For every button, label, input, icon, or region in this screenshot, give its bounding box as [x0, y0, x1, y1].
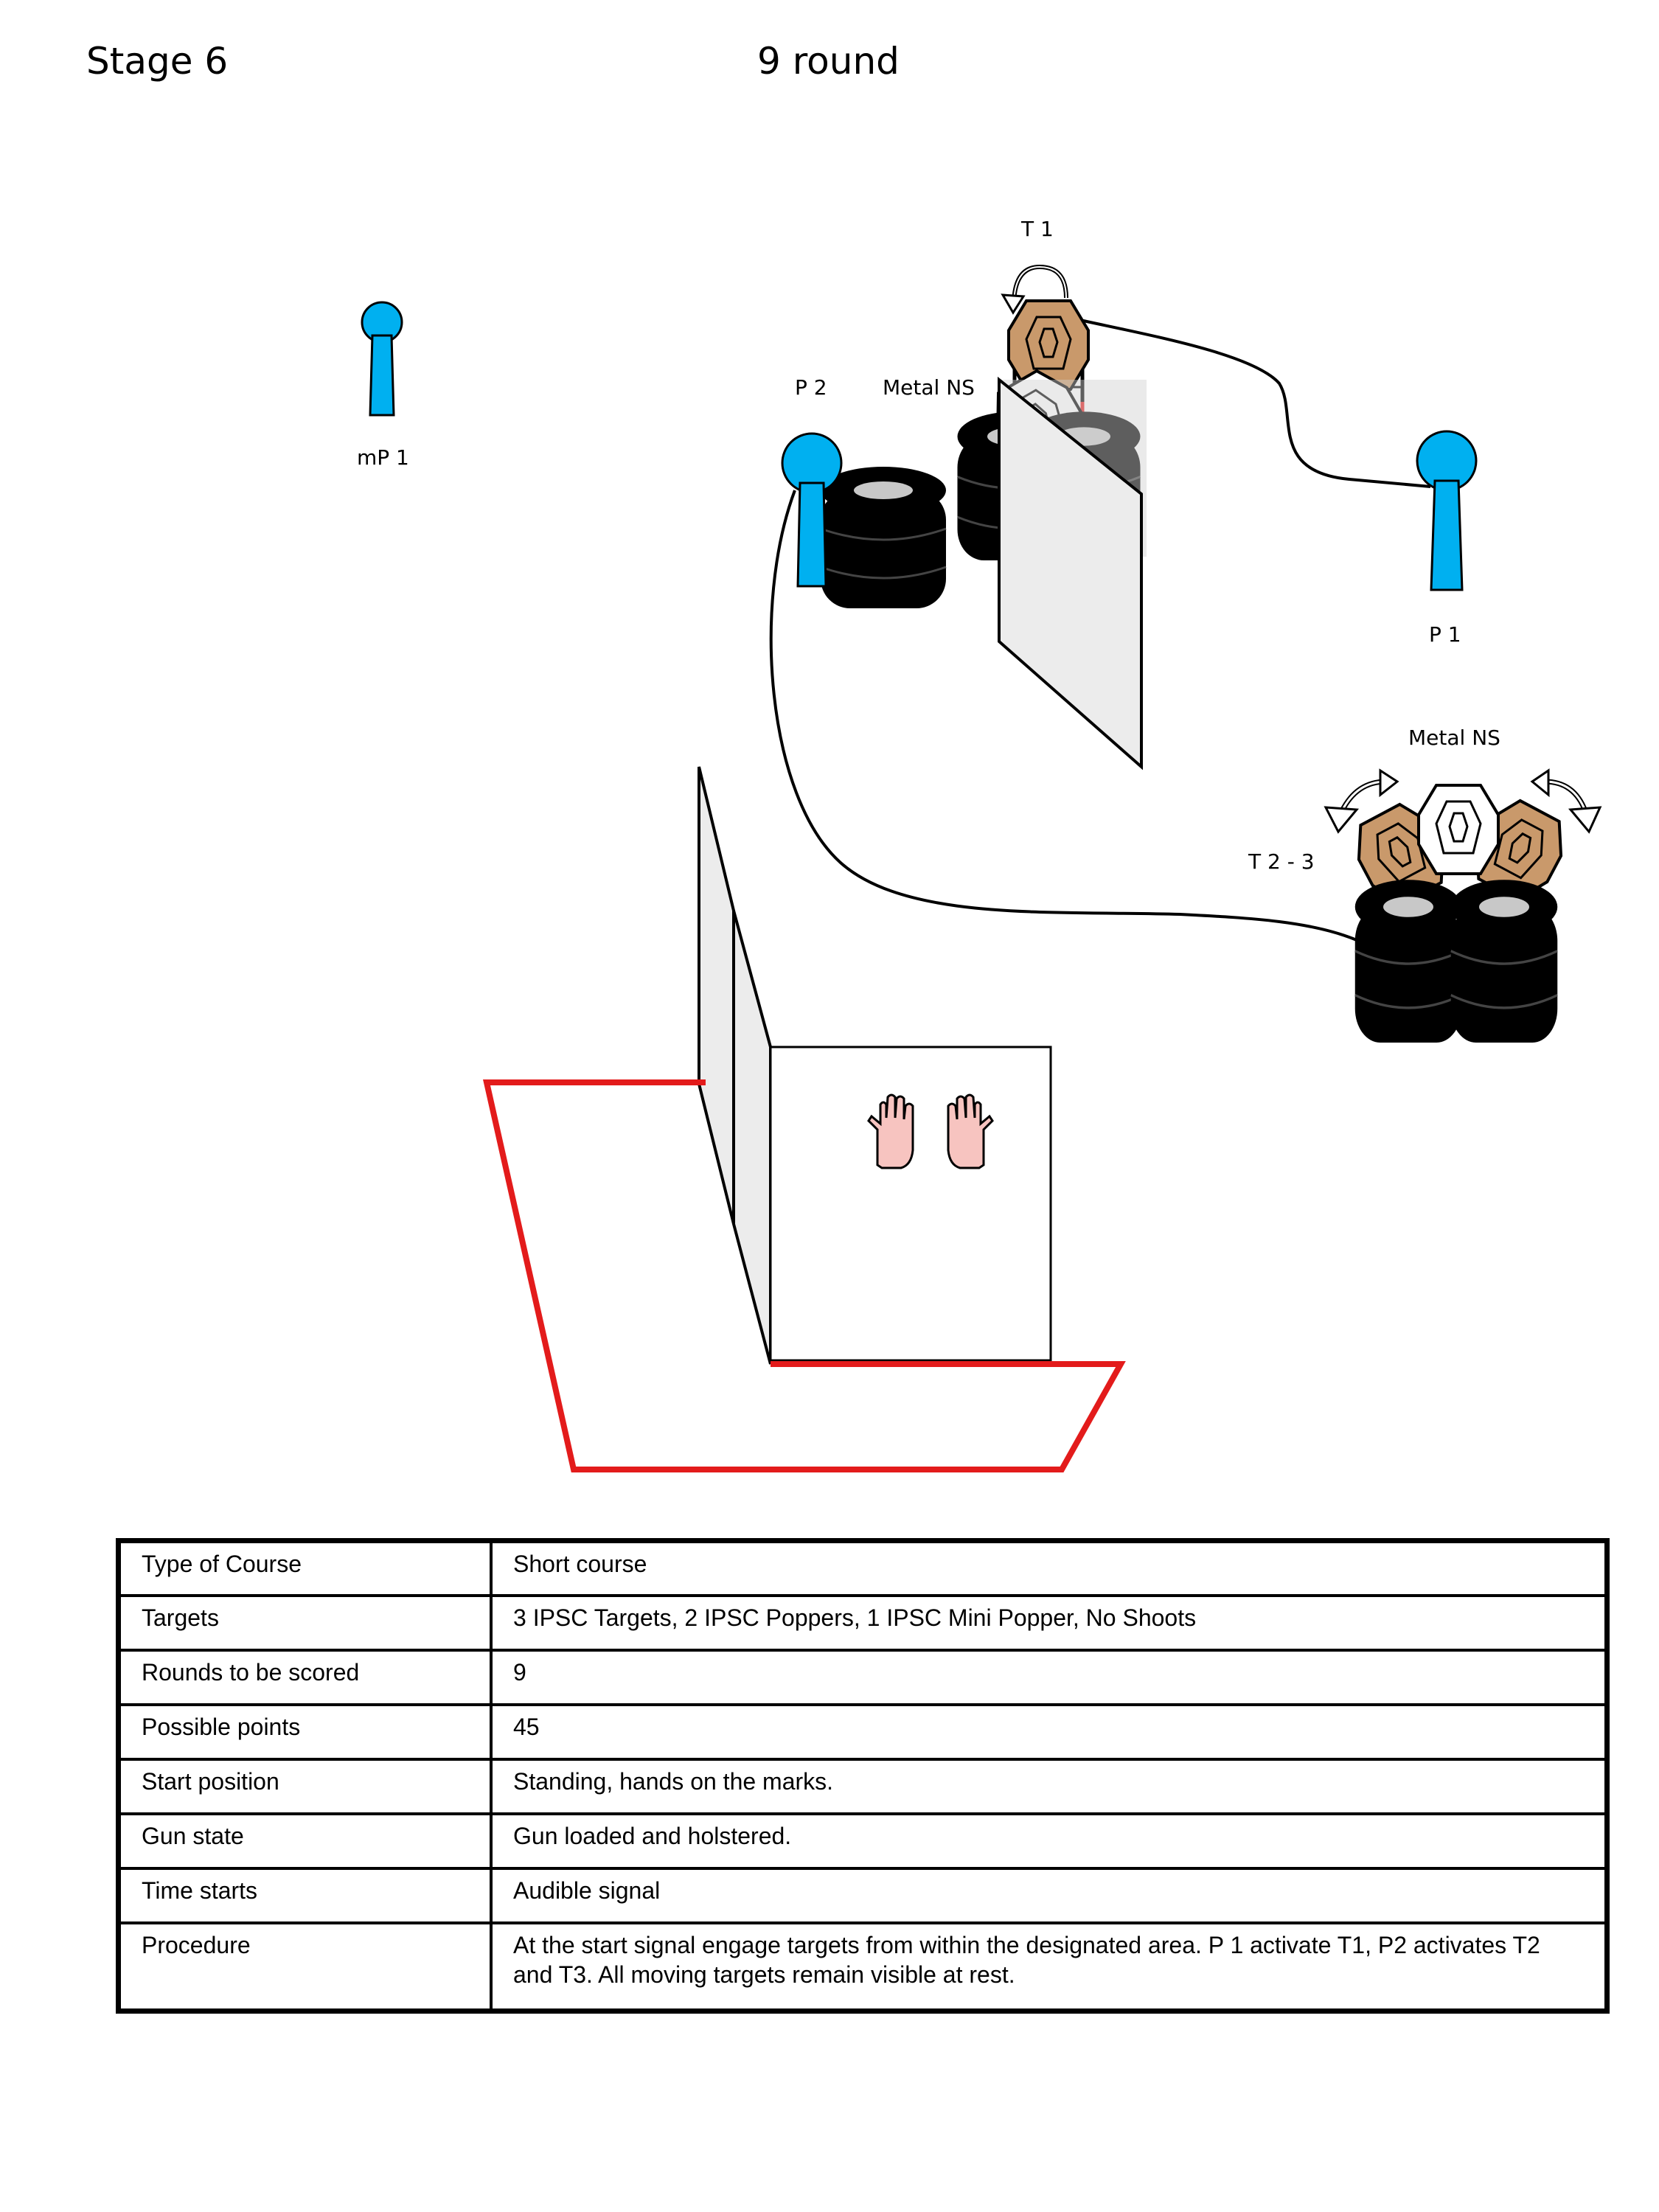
tire-stack-right	[1354, 878, 1559, 1044]
row-key: Possible points	[116, 1703, 493, 1761]
label-metal-ns-top: Metal NS	[883, 375, 975, 400]
label-t1: T 1	[1020, 217, 1054, 241]
label-p1: P 1	[1429, 622, 1461, 647]
label-mp1: mP 1	[357, 445, 409, 470]
label-p2: P 2	[795, 375, 827, 400]
row-value: 3 IPSC Targets, 2 IPSC Poppers, 1 IPSC M…	[490, 1593, 1609, 1652]
swing-arrow-right-icon	[1530, 768, 1602, 834]
row-key: Time starts	[116, 1866, 493, 1924]
table-row: Gun state Gun loaded and holstered.	[116, 1812, 1609, 1870]
metal-no-shoot-right	[1417, 784, 1500, 875]
row-value: Gun loaded and holstered.	[490, 1812, 1609, 1870]
label-metal-ns-right: Metal NS	[1408, 726, 1500, 750]
row-value: Standing, hands on the marks.	[490, 1757, 1609, 1815]
mini-popper-mp1	[361, 301, 403, 417]
row-value: Short course	[490, 1539, 1609, 1597]
table-row: Time starts Audible signal	[116, 1866, 1609, 1924]
wall-upper	[998, 376, 1143, 771]
popper-p1	[1416, 430, 1478, 591]
row-value: At the start signal engage targets from …	[490, 1921, 1609, 2012]
popper-p2	[781, 432, 843, 588]
swing-arrow-icon	[1001, 264, 1068, 315]
row-key: Start position	[116, 1757, 493, 1815]
fault-line	[483, 1079, 1126, 1472]
row-key: Targets	[116, 1593, 493, 1652]
table-row: Procedure At the start signal engage tar…	[116, 1921, 1609, 2012]
table-row: Targets 3 IPSC Targets, 2 IPSC Poppers, …	[116, 1593, 1609, 1652]
table-row: Rounds to be scored 9	[116, 1648, 1609, 1706]
row-value: 45	[490, 1703, 1609, 1761]
stage-diagram: mP 1 T 1 Metal NS P 2 P 1 Me	[357, 217, 1602, 1472]
round-count: 9 round	[757, 40, 900, 83]
table-row: Start position Standing, hands on the ma…	[116, 1757, 1609, 1815]
wall-lower-right	[732, 910, 772, 1365]
row-value: 9	[490, 1648, 1609, 1706]
wall-lower-left	[698, 766, 735, 1225]
row-key: Procedure	[116, 1921, 493, 2012]
cable-t23	[769, 490, 1357, 942]
stage-title: Stage 6	[86, 40, 229, 83]
table-row: Type of Course Short course	[116, 1539, 1609, 1597]
row-value: Audible signal	[490, 1866, 1609, 1924]
swing-arrow-left-icon	[1324, 768, 1399, 834]
label-t23: T 2 - 3	[1248, 849, 1315, 874]
course-info-table: Type of Course Short course Targets 3 IP…	[116, 1538, 1610, 2014]
tire-stack-front	[819, 465, 947, 610]
table-row: Possible points 45	[116, 1703, 1609, 1761]
start-position-panel	[769, 1046, 1052, 1362]
row-key: Gun state	[116, 1812, 493, 1870]
cable-t1	[1076, 318, 1431, 488]
row-key: Rounds to be scored	[116, 1648, 493, 1706]
row-key: Type of Course	[116, 1539, 493, 1597]
